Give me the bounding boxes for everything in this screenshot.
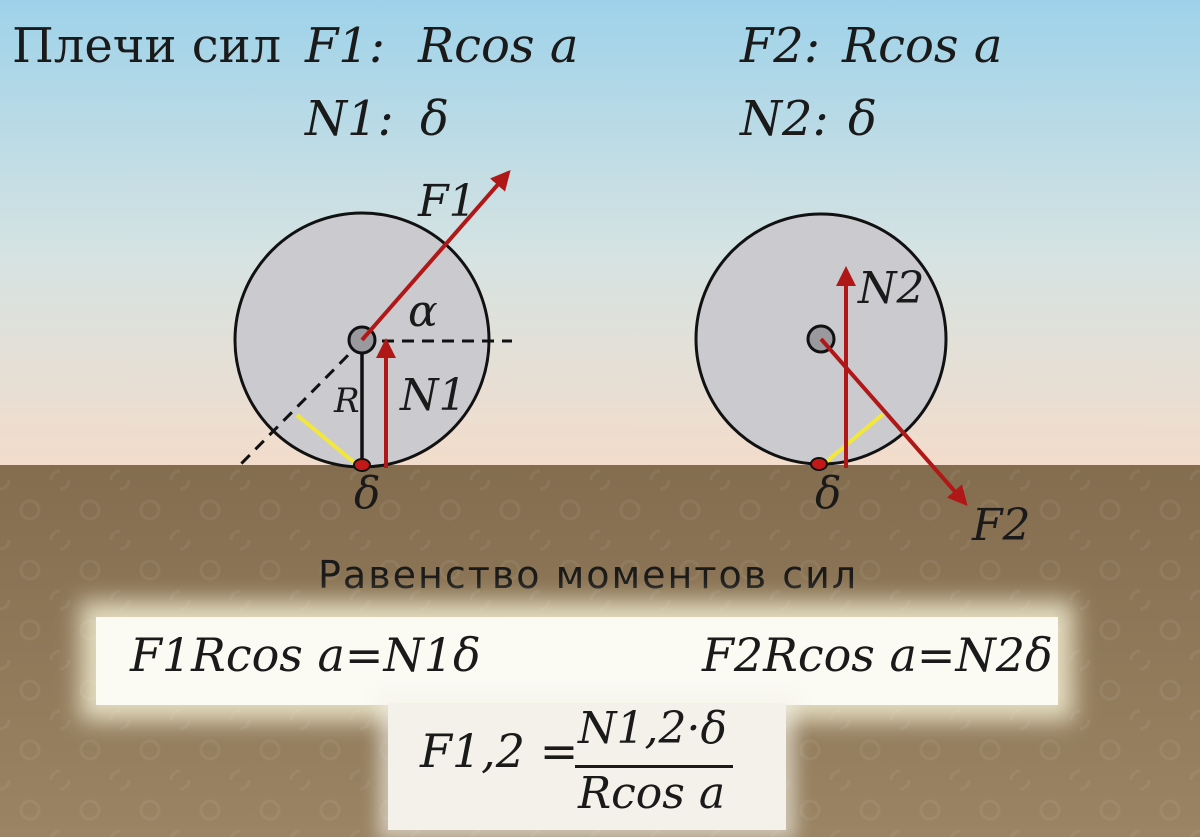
header-n2-value: δ — [848, 91, 877, 147]
label-delta-right: δ — [815, 468, 842, 519]
formula-lhs: F1,2 = — [420, 724, 579, 778]
header-title: Плечи сил — [12, 18, 282, 74]
label-n2: N2 — [858, 263, 925, 314]
header-f1-value: Rcos a — [418, 18, 579, 74]
label-alpha: α — [408, 286, 438, 337]
header-f2-name: F2: — [740, 18, 821, 74]
header-f1-name: F1: — [305, 18, 386, 74]
header-n1-name: N1: — [305, 91, 394, 147]
equations-panel — [96, 617, 1058, 705]
label-delta-left: δ — [354, 468, 381, 519]
label-n1: N1 — [400, 370, 467, 421]
sky-background — [0, 0, 1200, 467]
section-heading: Равенство моментов сил — [318, 553, 859, 597]
header-f2-value: Rcos a — [842, 18, 1003, 74]
applied-force-arrow-f2 — [819, 337, 968, 507]
label-f1: F1 — [418, 176, 477, 227]
label-r: R — [334, 381, 360, 421]
fraction-bar — [575, 765, 733, 768]
header-n1-value: δ — [420, 91, 449, 147]
contact-point-left — [353, 458, 371, 472]
left-wheel-diagram — [233, 169, 512, 472]
right-wheel-diagram — [694, 212, 968, 507]
label-f2: F2 — [972, 500, 1031, 551]
header-n2-name: N2: — [740, 91, 829, 147]
formula-numerator: N1,2·δ — [578, 703, 727, 754]
formula-denominator: Rcos a — [578, 768, 726, 819]
equation-f2: F2Rcos a=N2δ — [702, 628, 1053, 682]
applied-force-arrow-f1 — [360, 169, 511, 342]
lever-arm-f2 — [824, 412, 885, 464]
equation-f1: F1Rcos a=N1δ — [130, 628, 481, 682]
lever-arm-f1 — [295, 413, 358, 466]
contact-point-right — [810, 457, 828, 471]
force-line-extension-dashed — [238, 339, 364, 467]
